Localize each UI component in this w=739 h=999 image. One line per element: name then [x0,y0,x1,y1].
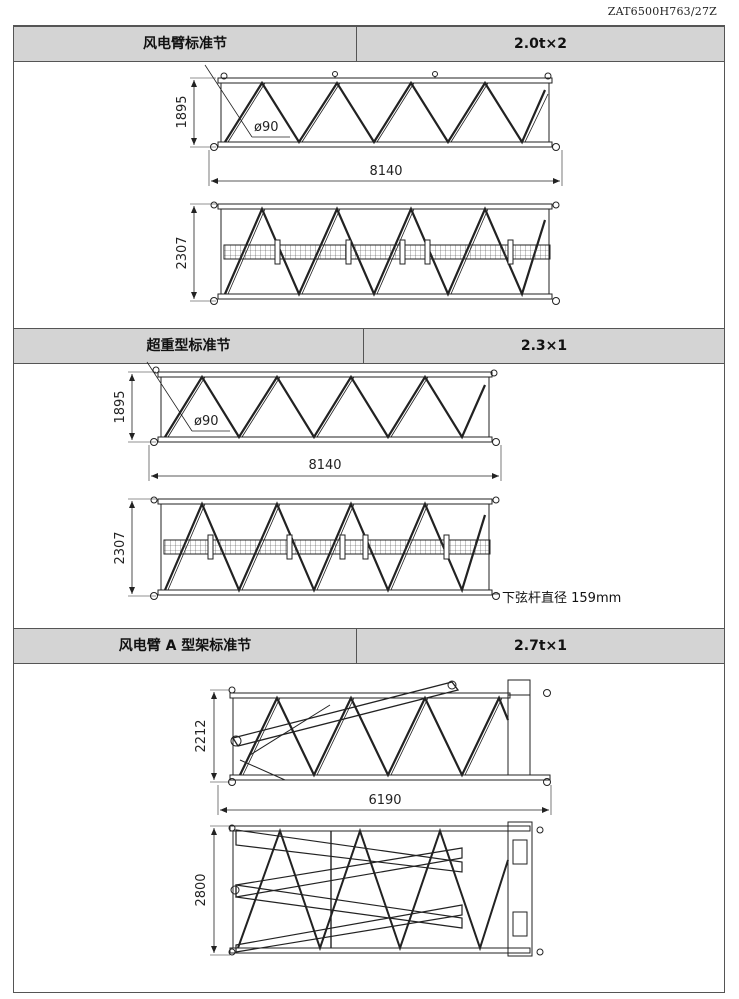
section-3-value: 2.7t×1 [514,638,567,654]
section-3-header: 风电臂 A 型架标准节 2.7t×1 [14,628,724,664]
section-3-side-view [210,679,552,815]
section-1-side-view [190,64,563,186]
section-1-width-label: 2307 [175,236,190,269]
section-3-width-label: 2800 [194,873,209,906]
chord-diameter-note: 下弦杆直径 159mm [502,591,622,606]
section-2-name: 超重型标准节 [146,338,231,354]
section-2-length-label: 8140 [308,458,341,473]
section-2-height-label: 1895 [113,390,128,423]
section-2-header: 超重型标准节 2.3×1 [14,328,724,364]
section-2-side-view [128,361,502,481]
section-1-top-view [190,201,560,305]
section-2-width-label: 2307 [113,531,128,564]
section-3-height-label: 2212 [194,719,209,752]
section-2-value: 2.3×1 [520,338,568,354]
section-2-top-view [128,496,500,600]
spec-table: 风电臂标准节 2.0t×2 超重型标准节 2.3×1 风电臂 A 型架标准节 2… [13,25,725,993]
section-1-name: 风电臂标准节 [143,36,227,52]
section-3-length-label: 6190 [368,793,401,808]
section-1-length-label: 8140 [369,164,402,179]
section-2-diameter-label: ø90 [194,414,219,429]
document-id: ZAT6500H763/27Z [607,5,717,18]
section-1-header: 风电臂标准节 2.0t×2 [14,26,724,62]
section-1-value: 2.0t×2 [514,36,567,52]
section-1-diameter-label: ø90 [254,120,279,135]
section-1-height-label: 1895 [175,95,190,128]
section-3-top-view [210,821,544,957]
section-3-name: 风电臂 A 型架标准节 [118,638,252,654]
